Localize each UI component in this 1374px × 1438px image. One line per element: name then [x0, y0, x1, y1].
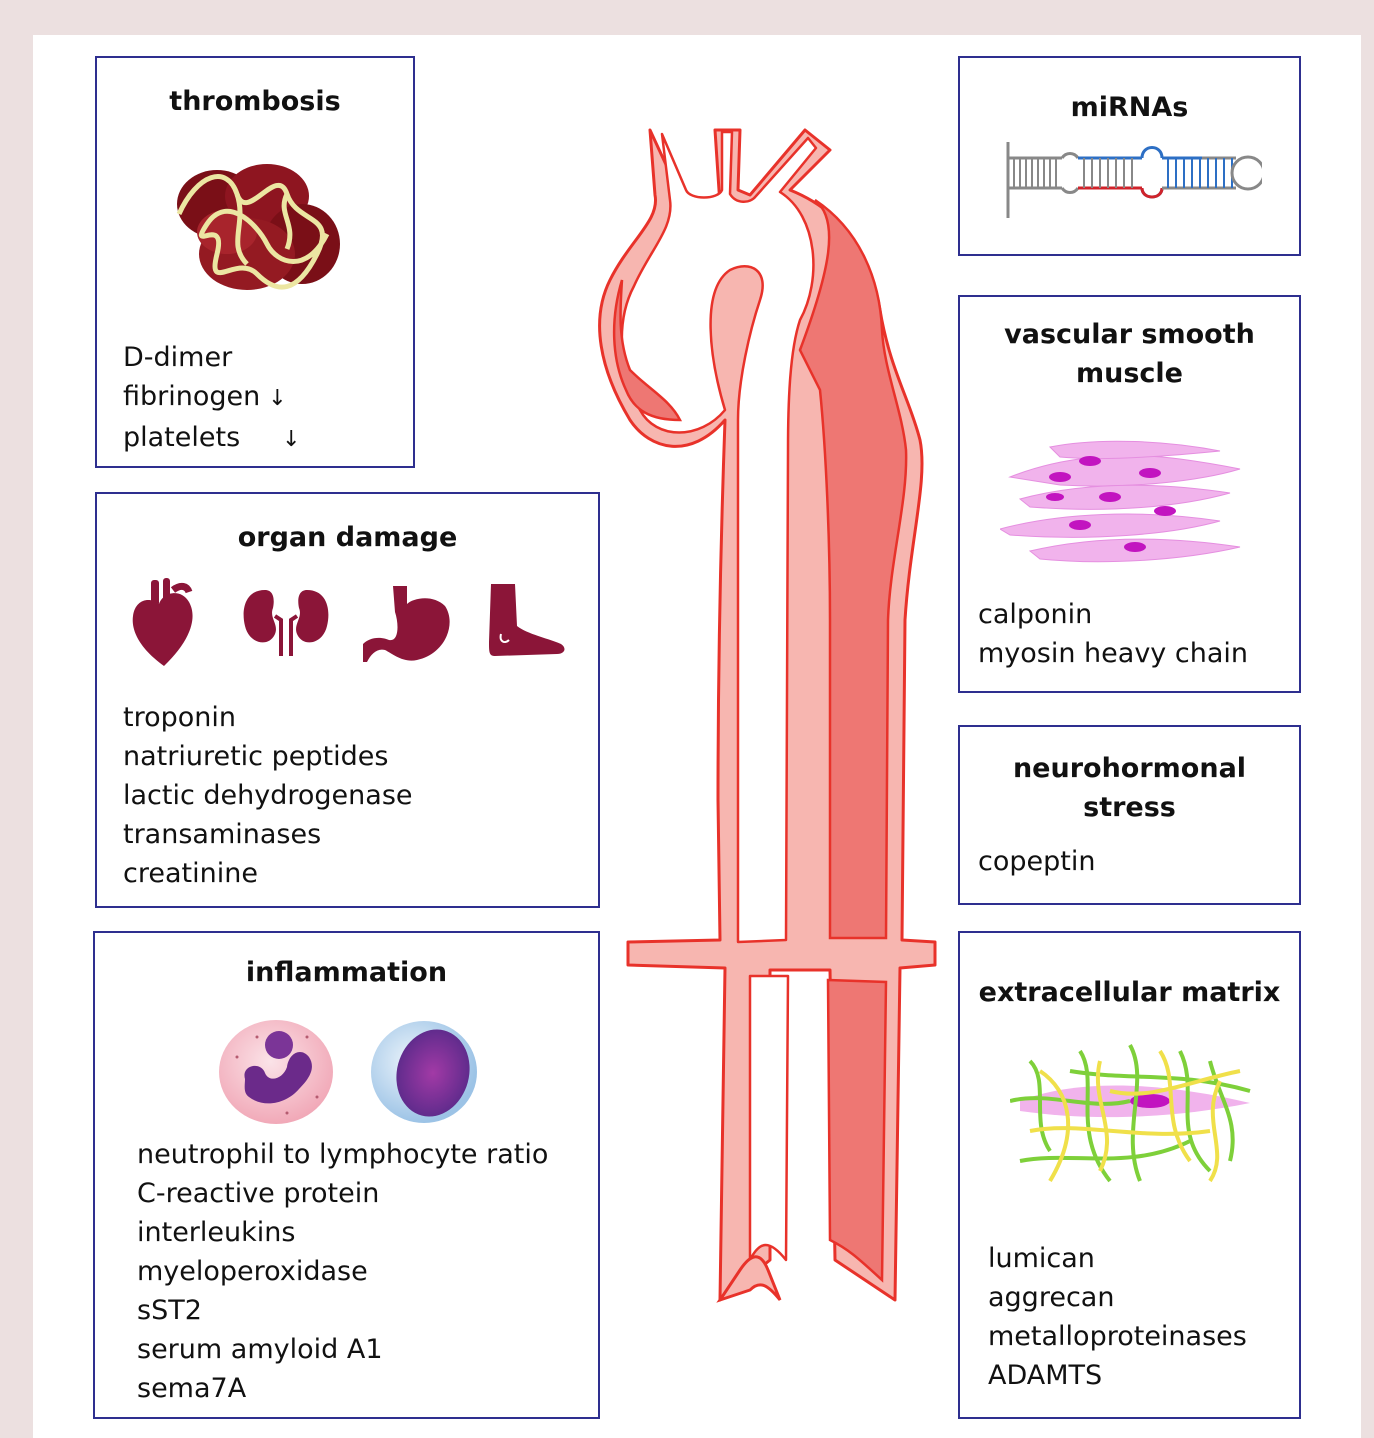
inflammation-item: neutrophil to lymphocyte ratio [137, 1135, 548, 1174]
ecm-item: ADAMTS [988, 1356, 1247, 1395]
vascular-smooth-muscle-panel: vascular smooth muscle calponin myosin h… [958, 295, 1301, 693]
thrombosis-item: D-dimer [123, 338, 301, 377]
decrease-arrow-icon: ↓ [282, 420, 300, 459]
thrombosis-item: platelets↓ [123, 418, 301, 459]
inflammation-item: sema7A [137, 1369, 548, 1408]
ecm-item: aggrecan [988, 1278, 1247, 1317]
stomach-icon [363, 584, 453, 664]
inflammation-item: interleukins [137, 1213, 548, 1252]
inflammation-item: serum amyloid A1 [137, 1330, 548, 1369]
inflammation-item: C-reactive protein [137, 1174, 548, 1213]
organ-damage-title: organ damage [97, 518, 598, 557]
neuro-title-line1: neurohormonal [960, 749, 1299, 788]
thrombosis-item: fibrinogen↓ [123, 377, 301, 418]
mirnas-title: miRNAs [960, 88, 1299, 127]
inflammation-item: myeloperoxidase [137, 1252, 548, 1291]
heart-icon [129, 578, 199, 668]
neuro-title-line2: stress [960, 788, 1299, 827]
blood-clot-icon [167, 154, 347, 304]
organ-damage-item: natriuretic peptides [123, 737, 413, 776]
hairpin-rna-icon [1002, 138, 1262, 218]
vsm-item: myosin heavy chain [978, 634, 1248, 673]
extracellular-matrix-panel: extracellular matrix lumican aggrecan me… [958, 931, 1301, 1419]
decrease-arrow-icon: ↓ [268, 379, 286, 418]
inflammation-item: sST2 [137, 1291, 548, 1330]
ecm-item: lumican [988, 1239, 1247, 1278]
mirnas-panel: miRNAs [958, 56, 1301, 256]
kidney-icon [239, 586, 333, 656]
organ-damage-item: troponin [123, 698, 413, 737]
vsm-title-line2: muscle [960, 354, 1299, 393]
aorta-dissection-icon [590, 120, 940, 1370]
fiber-mesh-icon [1010, 1041, 1260, 1191]
ecm-item: metalloproteinases [988, 1317, 1247, 1356]
inflammation-title: inflammation [95, 953, 598, 992]
organ-damage-panel: organ damage troponin natriuretic peptid… [95, 492, 600, 908]
organ-damage-item: lactic dehydrogenase [123, 776, 413, 815]
neuro-item: copeptin [978, 842, 1095, 881]
vsm-item: calponin [978, 595, 1248, 634]
thrombosis-panel: thrombosis D-dimer fibrinogen↓ platelets… [95, 56, 415, 468]
foot-icon [487, 582, 567, 662]
organ-damage-item: creatinine [123, 854, 413, 893]
thrombosis-title: thrombosis [97, 82, 413, 121]
neutrophil-icon [217, 1017, 335, 1127]
smooth-muscle-cells-icon [1000, 437, 1250, 567]
inflammation-panel: inflammation neutrophil to lymphocyte ra… [93, 931, 600, 1419]
lymphocyte-icon [369, 1017, 479, 1127]
vsm-title-line1: vascular smooth [960, 315, 1299, 354]
neurohormonal-stress-panel: neurohormonal stress copeptin [958, 725, 1301, 905]
organ-damage-item: transaminases [123, 815, 413, 854]
ecm-title: extracellular matrix [960, 973, 1299, 1012]
